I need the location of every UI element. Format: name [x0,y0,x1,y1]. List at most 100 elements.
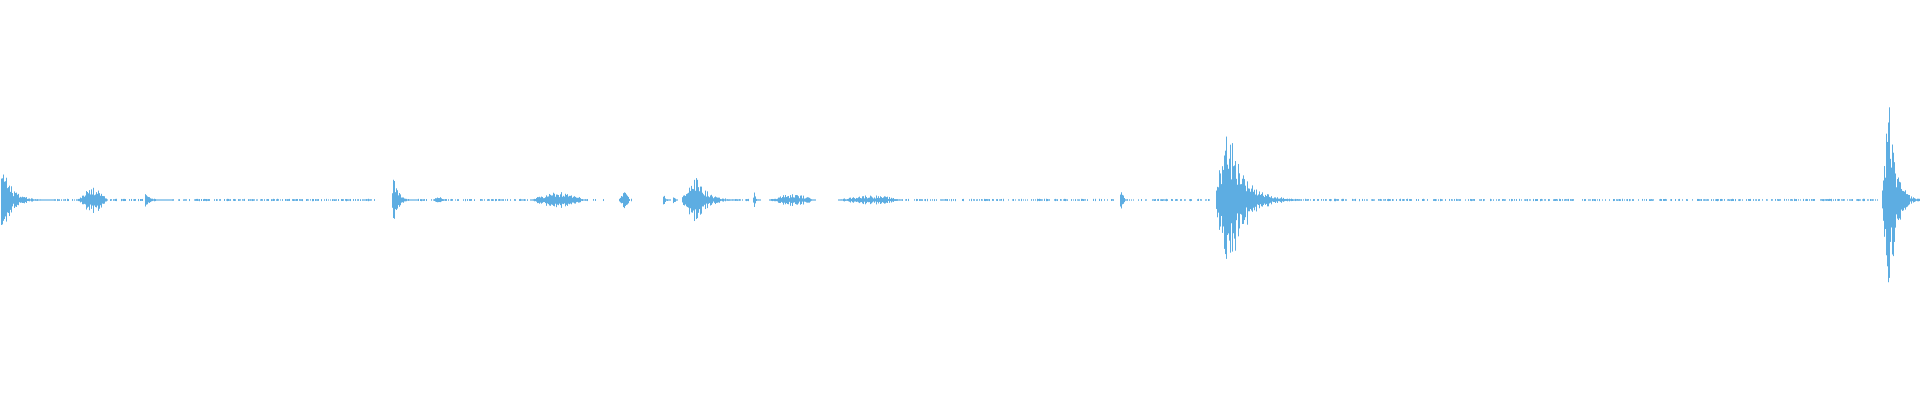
waveform-peak-column [1234,165,1235,239]
waveform-peak-column [1821,199,1822,201]
waveform-peak-column [942,199,943,201]
waveform-peak-column [1167,199,1168,201]
waveform-peak-column [164,199,165,201]
waveform-peak-column [1265,194,1266,205]
waveform-peak-column [349,199,350,201]
waveform-peak-column [1418,199,1419,201]
waveform-peak-column [1409,199,1410,201]
waveform-peak-column [37,199,38,201]
waveform-peak-column [1411,199,1412,201]
waveform-peak-column [1374,199,1375,201]
waveform-peak-column [498,199,499,201]
waveform-peak-column [895,199,896,201]
waveform-peak-column [1449,198,1450,201]
waveform-peak-column [33,199,34,201]
waveform-peak-column [787,196,788,205]
waveform-peak-column [1390,199,1391,201]
waveform-peak-column [86,191,87,210]
waveform-peak-column [505,199,506,201]
waveform-peak-column [166,199,167,201]
waveform-peak-column [23,197,24,203]
waveform-peak-column [1481,199,1482,201]
waveform-peak-column [1479,199,1480,201]
waveform-peak-column [1403,199,1404,201]
waveform-peak-column [276,199,277,201]
waveform-peak-column [775,198,776,202]
waveform-peak-column [1284,198,1285,202]
waveform-peak-column [1573,199,1574,201]
waveform-peak-column [977,199,978,201]
waveform-peak-column [1164,199,1165,201]
waveform-peak-column [1065,198,1066,202]
waveform-peak-column [260,199,261,201]
waveform-peak-column [1820,199,1821,201]
waveform-peak-column [706,196,707,204]
waveform-peak-column [111,199,112,201]
waveform-peak-column [593,199,594,201]
waveform-peak-column [563,195,564,205]
waveform-peak-column [559,197,560,204]
waveform-peak-column [619,198,620,202]
waveform-peak-column [469,199,470,201]
waveform-peak-column [316,199,317,201]
waveform-peak-column [436,198,437,202]
waveform-peak-column [1290,199,1291,201]
waveform-peak-column [85,195,86,205]
waveform-peak-column [1549,199,1550,201]
waveform-peak-column [546,195,547,206]
waveform-peak-column [1298,199,1299,201]
waveform-peak-column [726,199,727,201]
waveform-peak-column [420,199,421,201]
waveform-peak-column [930,199,931,201]
waveform-peak-column [668,199,669,201]
waveform-peak-column [1512,199,1513,201]
waveform-peak-column [1830,199,1831,201]
waveform-peak-column [884,196,885,204]
waveform-peak-column [717,197,718,203]
waveform-peak-column [1454,199,1455,201]
waveform-peak-column [531,199,532,201]
waveform-peak-column [94,195,95,206]
waveform-peak-column [441,198,442,202]
waveform-peak-column [296,198,297,201]
waveform-peak-column [1172,199,1173,201]
waveform-peak-column [1057,199,1058,202]
waveform-peak-column [667,199,668,201]
waveform-peak-column [445,199,446,201]
waveform-peak-column [863,196,864,205]
waveform-peak-column [228,198,229,201]
waveform-peak-column [1646,199,1647,201]
waveform-peak-column [711,194,712,205]
waveform-peak-column [585,199,586,201]
waveform-peak-column [406,198,407,202]
waveform-peak-column [1232,143,1233,252]
waveform-peak-column [989,199,990,202]
waveform-peak-column [1280,198,1281,202]
waveform-peak-column [310,199,311,201]
waveform-peak-column [1334,198,1335,202]
waveform-peak-column [1056,199,1057,201]
waveform-peak-column [855,198,856,202]
waveform-peak-column [1197,199,1198,201]
waveform-peak-column [1884,166,1885,237]
waveform-peak-column [21,197,22,203]
waveform-peak-column [1277,197,1278,203]
waveform-peak-column [1308,199,1309,201]
waveform-peak-column [811,199,812,201]
waveform-peak-column [1838,198,1839,201]
waveform-peak-column [396,188,397,211]
waveform-peak-column [433,199,434,201]
waveform-peak-column [493,199,494,201]
waveform-peak-column [571,195,572,205]
waveform-peak-column [253,199,254,201]
waveform-peak-column [1616,199,1617,201]
waveform-peak-column [81,198,82,202]
waveform-peak-column [771,199,772,201]
waveform-peak-column [1650,199,1651,201]
waveform-peak-column [61,199,62,201]
waveform-peak-column [58,199,59,201]
waveform-peak-column [547,196,548,204]
waveform-peak-column [1055,198,1056,202]
